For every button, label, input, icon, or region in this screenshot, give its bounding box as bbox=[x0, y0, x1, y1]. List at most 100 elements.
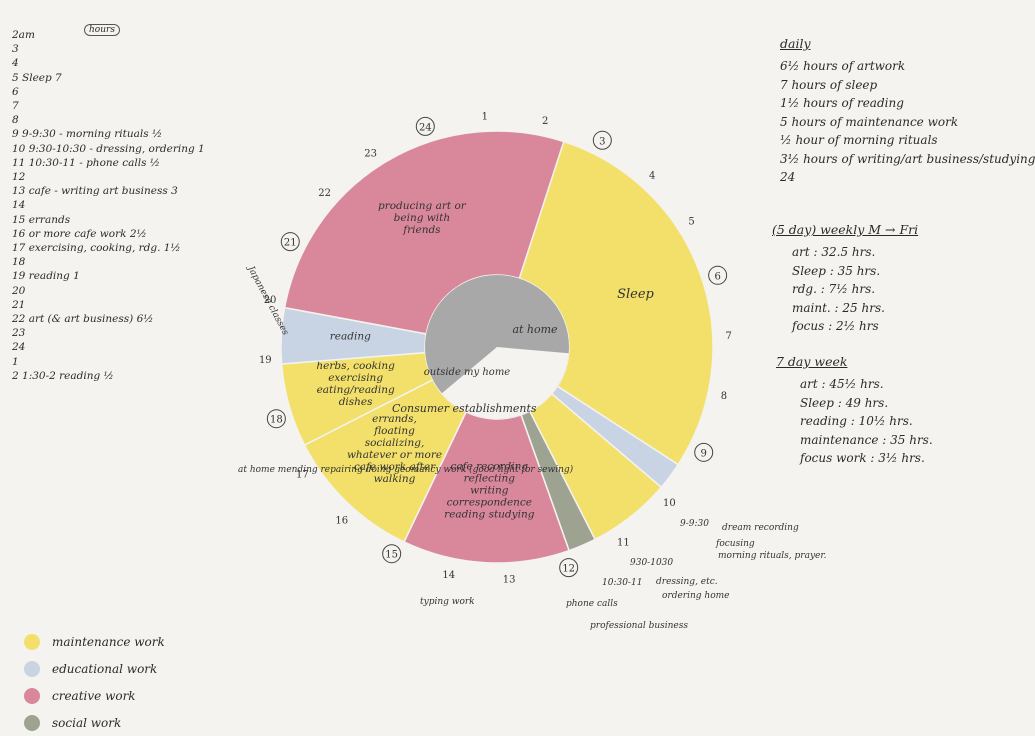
slice-label: Sleep bbox=[617, 287, 654, 302]
weekly7-item: maintenance : 35 hrs. bbox=[800, 432, 933, 447]
slice-label-line: writing bbox=[470, 485, 509, 497]
slice-label-line: whatever or more bbox=[347, 449, 442, 461]
legend: maintenance work educational work creative… bbox=[24, 628, 165, 736]
legend-swatch bbox=[24, 714, 40, 731]
slice-label-line: reading bbox=[330, 330, 371, 342]
daily-item: 24 bbox=[780, 170, 796, 184]
annotation-label: focusing bbox=[715, 539, 755, 549]
annotation-label: Japanese classes bbox=[244, 263, 290, 337]
hour-tick-label: 3 bbox=[599, 136, 605, 147]
annotation-label: morning rituals, prayer. bbox=[718, 551, 827, 561]
hours-list-item: 5 Sleep 7 bbox=[12, 71, 62, 84]
hour-tick-label: 12 bbox=[562, 564, 575, 575]
hour-tick-label: 2 bbox=[542, 116, 548, 127]
hours-list-item: 11 10:30-11 - phone calls ½ bbox=[12, 156, 160, 169]
hours-list-item: 7 bbox=[12, 100, 19, 113]
slice-label-line: cafe recording bbox=[451, 461, 529, 473]
hour-tick-circle bbox=[266, 409, 286, 429]
daily-item: 5 hours of maintenance work bbox=[780, 114, 959, 129]
hours-list-item: 23 bbox=[12, 327, 26, 340]
weekly7-item: Sleep : 49 hrs. bbox=[800, 395, 889, 410]
slice-label-line: herbs, cooking bbox=[316, 360, 395, 372]
hour-tick-label: 23 bbox=[364, 148, 377, 159]
hours-list-item: 10 9:30-10:30 - dressing, ordering 1 bbox=[12, 142, 205, 155]
hour-tick-label: 7 bbox=[725, 331, 731, 342]
hour-tick-circle bbox=[592, 130, 612, 150]
hour-tick-label: 9 bbox=[701, 448, 707, 459]
hour-tick-label: 13 bbox=[503, 575, 516, 586]
hour-tick-label: 6 bbox=[714, 271, 720, 282]
hour-tick-label: 19 bbox=[259, 355, 272, 366]
daily-item: 3½ hours of writing/art business/studyin… bbox=[780, 151, 1035, 166]
weekly5-items: art : 32.5 hrs. Sleep : 35 hrs. rdg. : 7½ … bbox=[772, 243, 918, 336]
hours-list-item: 20 bbox=[12, 284, 26, 297]
hours-list-item: 2 1:30-2 reading ½ bbox=[12, 369, 114, 382]
legend-swatch bbox=[24, 660, 40, 677]
hours-list-item: 4 bbox=[12, 57, 19, 70]
slice-label-line: walking bbox=[374, 473, 416, 485]
center-label-outside: outside my home bbox=[424, 367, 511, 378]
annotation-label: 930-1030 bbox=[630, 558, 673, 568]
hour-tick-label: 15 bbox=[385, 550, 398, 561]
slice-label-line: correspondence bbox=[447, 497, 532, 509]
annotation-label: professional business bbox=[590, 621, 688, 631]
legend-label: educational work bbox=[52, 661, 158, 676]
slice-label-line: errands, bbox=[372, 413, 417, 425]
hours-list-item: 24 bbox=[12, 341, 26, 354]
hour-tick-label: 10 bbox=[663, 498, 676, 509]
legend-item: social work bbox=[24, 709, 165, 736]
hour-tick-circle bbox=[280, 232, 300, 252]
hours-list-item: 17 exercising, cooking, rdg. 1½ bbox=[12, 242, 181, 255]
annotation-label: typing work bbox=[420, 597, 475, 607]
hours-list-item: 19 reading 1 bbox=[12, 270, 80, 283]
legend-item: maintenance work bbox=[24, 628, 165, 655]
weekly5-item: Sleep : 35 hrs. bbox=[792, 263, 881, 278]
annotation-label: dressing, etc. bbox=[656, 577, 718, 587]
weekly7-item: reading : 10½ hrs. bbox=[800, 414, 913, 428]
hour-tick-label: 22 bbox=[318, 188, 331, 199]
annotation-label: at home mending repairing doing geomancy… bbox=[238, 464, 574, 475]
annotation-label: dream recording bbox=[722, 523, 799, 533]
hour-tick-label: 24 bbox=[419, 122, 432, 133]
weekly7-item: art : 45½ hrs. bbox=[800, 377, 884, 391]
slice-label-line: floating bbox=[373, 425, 415, 437]
hours-list-item: 1 bbox=[12, 355, 19, 368]
slice-label-line: exercising bbox=[328, 372, 383, 384]
legend-label: social work bbox=[52, 715, 122, 730]
legend-item: creative work bbox=[24, 682, 165, 709]
annotation-label: 10:30-11 bbox=[602, 578, 642, 588]
hour-tick-label: 16 bbox=[335, 515, 348, 526]
daily-item: 6½ hours of artwork bbox=[780, 59, 906, 73]
weekly5-item: art : 32.5 hrs. bbox=[792, 245, 876, 259]
hours-list-item: 8 bbox=[12, 114, 19, 127]
slice-label-line: socializing, bbox=[365, 437, 425, 449]
slice-label-line: friends bbox=[402, 224, 441, 236]
weekly-5-day-summary: (5 day) weekly M → Fri art : 32.5 hrs. Sl… bbox=[772, 222, 918, 336]
hour-tick-label: 20 bbox=[264, 295, 277, 306]
weekly5-title: (5 day) weekly M → Fri bbox=[772, 222, 919, 237]
legend-swatch bbox=[24, 633, 40, 650]
slice-label-line: cafe work after bbox=[354, 461, 436, 473]
weekly5-item: rdg. : 7½ hrs. bbox=[792, 282, 876, 296]
weekly5-item: focus : 2½ hrs bbox=[792, 319, 879, 333]
hours-list-item: 13 cafe - writing art business 3 bbox=[12, 185, 178, 198]
hour-tick-label: 4 bbox=[649, 171, 655, 182]
legend-swatch bbox=[24, 687, 40, 704]
hour-tick-label: 11 bbox=[617, 538, 630, 549]
weekly-7-day-summary: 7 day week art : 45½ hrs.Sleep : 49 hrs.… bbox=[776, 354, 933, 468]
slice-label-line: producing art or bbox=[378, 200, 467, 212]
center-label-at-home: at home bbox=[512, 323, 558, 336]
slice-label-line: reflecting bbox=[464, 473, 516, 485]
weekly7-item: focus work : 3½ hrs. bbox=[800, 451, 925, 465]
hour-tick-label: 21 bbox=[284, 238, 297, 249]
hour-tick-label: 1 bbox=[482, 111, 488, 122]
annotation-label: phone calls bbox=[566, 599, 618, 609]
hour-tick-circle bbox=[415, 116, 435, 136]
hour-tick-label: 18 bbox=[270, 415, 283, 426]
hours-list-item: 3 bbox=[12, 43, 19, 56]
